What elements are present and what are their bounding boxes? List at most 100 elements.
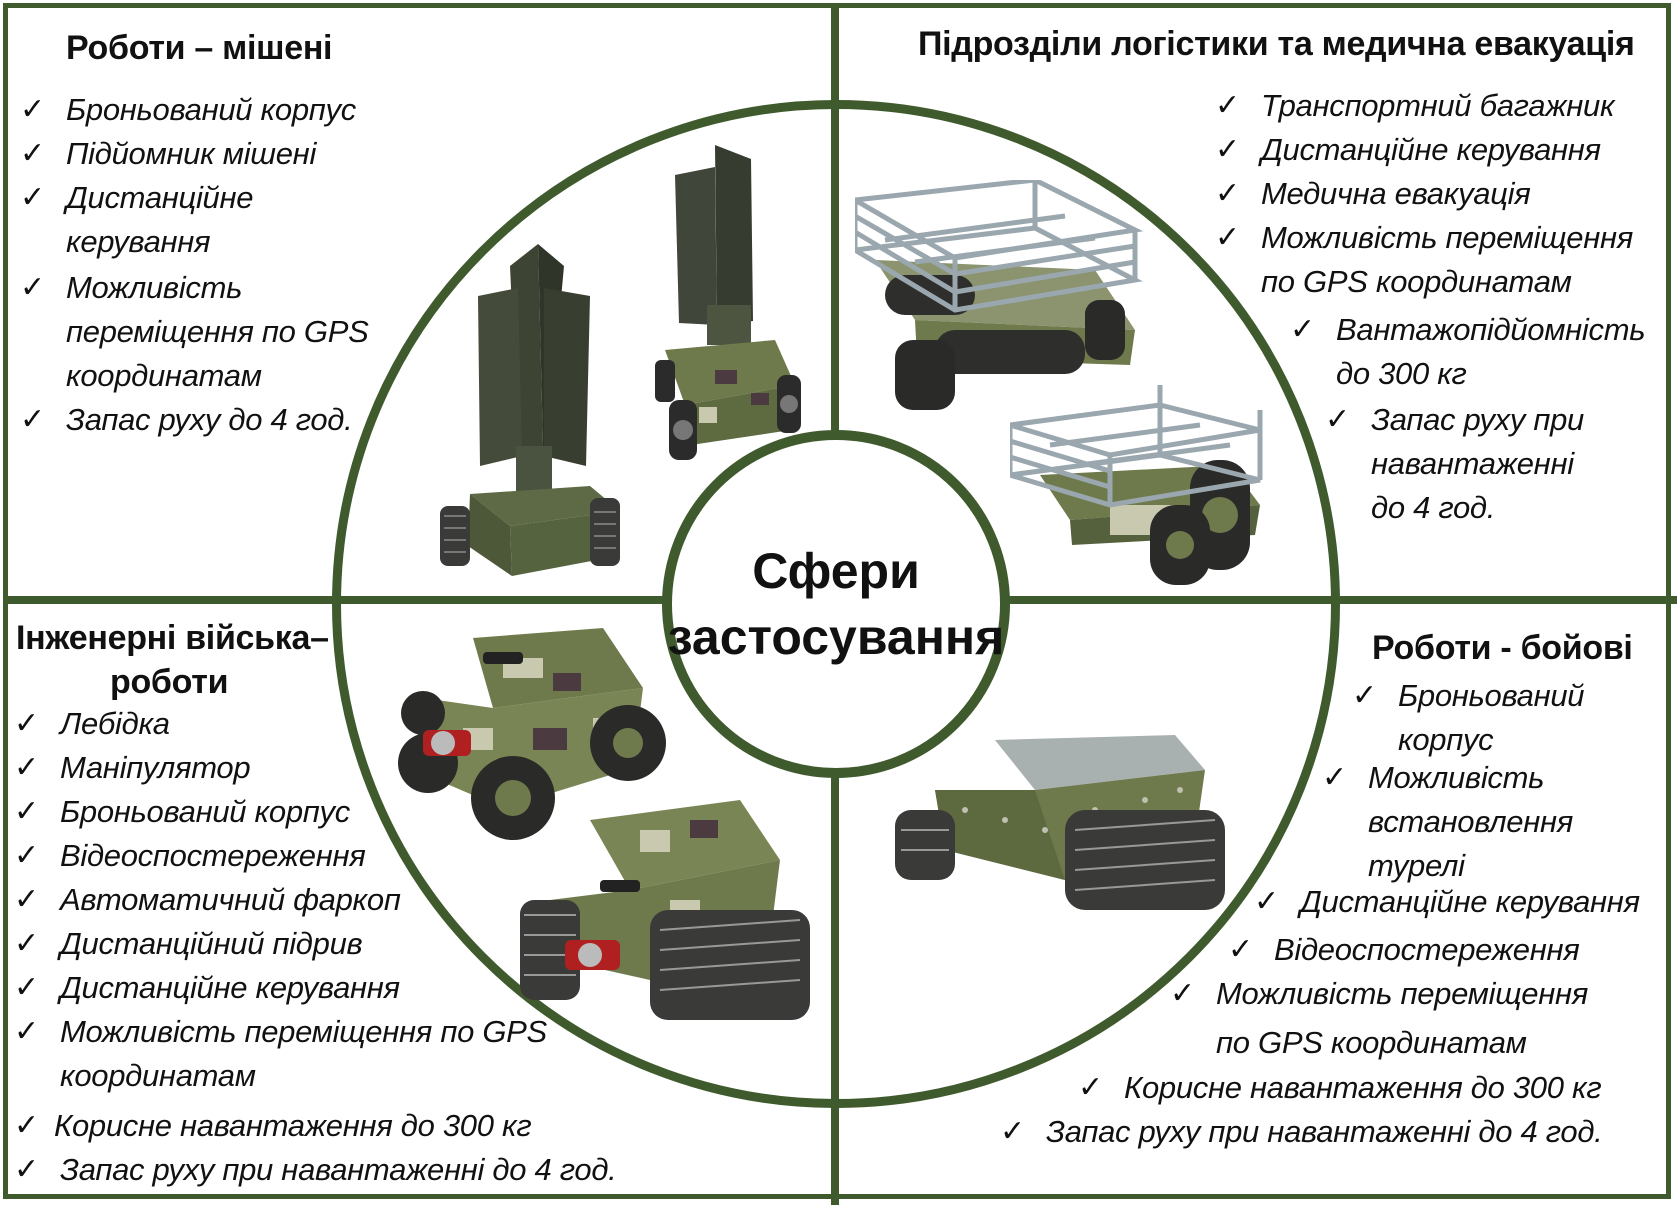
logistics-item-5-line2: до 300 кг (1336, 356, 1467, 391)
logistics-item-6: ✓ Запас руху при навантаженні до 4 год. (1325, 398, 1584, 530)
engineering-item-6: ✓ Дистанційний підрив (14, 922, 363, 966)
combat-item-4-line: Відеоспостереження (1274, 932, 1580, 967)
engineering-item-5-line: Автоматичний фаркоп (60, 882, 401, 917)
check-icon: ✓ (1228, 932, 1253, 967)
logistics-item-4-line1: Можливість переміщення (1261, 220, 1634, 255)
targets-item-4-line2: переміщення по GPS (66, 314, 369, 349)
combat-item-1-line1: Броньований (1398, 678, 1585, 713)
engineering-item-10-line: Запас руху при навантаженні до 4 год. (60, 1152, 617, 1187)
check-icon: ✓ (20, 180, 45, 215)
logistics-item-5: ✓ Вантажопідйомність до 300 кг (1290, 308, 1646, 396)
engineering-item-6-line: Дистанційний підрив (60, 926, 363, 961)
combat-item-1-line2: корпус (1398, 722, 1494, 757)
logistics-item-1: ✓ Транспортний багажник (1215, 84, 1615, 128)
targets-item-4: ✓ Можливість переміщення по GPS координа… (20, 266, 369, 398)
check-icon: ✓ (14, 706, 39, 741)
engineering-item-7-line: Дистанційне керування (60, 970, 400, 1005)
engineering-item-9: ✓ Корисне навантаження до 300 кг (14, 1104, 532, 1148)
engineering-item-9-line: Корисне навантаження до 300 кг (54, 1108, 532, 1143)
check-icon: ✓ (14, 794, 39, 829)
engineering-title-line2: роботи (110, 663, 229, 701)
combat-title: Роботи - бойові (1372, 629, 1633, 667)
check-icon: ✓ (14, 838, 39, 873)
check-icon: ✓ (1215, 88, 1240, 123)
check-icon: ✓ (1215, 132, 1240, 167)
combat-item-3-line: Дистанційне керування (1300, 884, 1640, 919)
engineering-item-1-line: Лебідка (60, 706, 170, 741)
check-icon: ✓ (1322, 760, 1347, 795)
logistics-item-1-line: Транспортний багажник (1261, 88, 1615, 123)
logistics-cart-tracked-image (855, 180, 1144, 410)
targets-item-1-line: Броньований корпус (66, 92, 356, 127)
combat-item-6-line: Корисне навантаження до 300 кг (1124, 1070, 1602, 1105)
check-icon: ✓ (1215, 176, 1240, 211)
combat-item-2: ✓ Можливість встановлення турелі (1322, 756, 1573, 888)
engineering-item-8-line2: координатам (60, 1058, 256, 1093)
engineering-item-8: ✓ Можливість переміщення по GPS координа… (14, 1010, 547, 1098)
engineering-robot-tracked-image (520, 800, 810, 1020)
targets-item-1: ✓ Броньований корпус (20, 88, 356, 132)
logistics-item-2-line: Дистанційне керування (1261, 132, 1601, 167)
combat-item-6: ✓ Корисне навантаження до 300 кг (1078, 1066, 1602, 1110)
check-icon: ✓ (1352, 678, 1377, 713)
targets-item-4-line1: Можливість (66, 270, 243, 305)
outer-circle (332, 100, 1340, 1108)
check-icon: ✓ (1170, 976, 1195, 1011)
engineering-item-5: ✓ Автоматичний фаркоп (14, 878, 401, 922)
logistics-item-5-line1: Вантажопідйомність (1336, 312, 1646, 347)
check-icon: ✓ (14, 882, 39, 917)
check-icon: ✓ (20, 270, 45, 305)
check-icon: ✓ (14, 970, 39, 1005)
combat-item-1: ✓ Броньований корпус (1352, 674, 1585, 762)
targets-item-2-line: Підйомник мішені (66, 136, 317, 171)
check-icon: ✓ (14, 750, 39, 785)
engineering-item-3-line: Броньований корпус (60, 794, 350, 829)
center-title-line2: застосування (667, 609, 1005, 665)
engineering-item-8-line1: Можливість переміщення по GPS (60, 1014, 547, 1049)
check-icon: ✓ (1215, 220, 1240, 255)
logistics-cart-wheeled-image (1010, 385, 1263, 585)
logistics-title: Підрозділи логістики та медична евакуаці… (918, 25, 1635, 63)
combat-item-5: ✓ Можливість переміщення по GPS координа… (1170, 972, 1588, 1070)
combat-robot-image (895, 735, 1225, 910)
engineering-item-3: ✓ Броньований корпус (14, 790, 350, 834)
targets-item-3-line2: керування (66, 224, 211, 259)
check-icon: ✓ (1078, 1070, 1103, 1105)
logistics-item-3-line: Медична евакуація (1261, 176, 1531, 211)
logistics-item-4: ✓ Можливість переміщення по GPS координа… (1215, 216, 1633, 304)
combat-item-3: ✓ Дистанційне керування (1254, 880, 1640, 924)
target-robot-wheeled-image (655, 145, 801, 460)
targets-title: Роботи – мішені (66, 29, 333, 67)
combat-item-5-line2: по GPS координатам (1216, 1025, 1527, 1060)
logistics-item-4-line2: по GPS координатам (1261, 264, 1572, 299)
targets-item-4-line3: координатам (66, 358, 262, 393)
center-title-line1: Сфери (752, 543, 920, 599)
check-icon: ✓ (20, 92, 45, 127)
check-icon: ✓ (1290, 312, 1315, 347)
engineering-item-2: ✓ Маніпулятор (14, 746, 251, 790)
check-icon: ✓ (1254, 884, 1279, 919)
check-icon: ✓ (14, 1014, 39, 1049)
engineering-item-7: ✓ Дистанційне керування (14, 966, 400, 1010)
logistics-item-3: ✓ Медична евакуація (1215, 172, 1531, 216)
engineering-item-2-line: Маніпулятор (60, 750, 251, 785)
engineering-title-line1: Інженерні війська– (16, 619, 329, 657)
combat-item-7: ✓ Запас руху при навантаженні до 4 год. (1000, 1110, 1603, 1154)
logistics-item-6-line3: до 4 год. (1371, 490, 1496, 525)
engineering-item-4-line: Відеоспостереження (60, 838, 366, 873)
check-icon: ✓ (20, 402, 45, 437)
check-icon: ✓ (14, 926, 39, 961)
combat-item-2-line1: Можливість (1368, 760, 1545, 795)
combat-item-4: ✓ Відеоспостереження (1228, 928, 1580, 972)
target-robot-tracked-image (440, 244, 620, 576)
logistics-item-2: ✓ Дистанційне керування (1215, 128, 1601, 172)
logistics-item-6-line1: Запас руху при (1371, 402, 1584, 437)
targets-item-5: ✓ Запас руху до 4 год. (20, 398, 353, 442)
combat-item-7-line: Запас руху при навантаженні до 4 год. (1046, 1114, 1603, 1149)
combat-item-5-line1: Можливість переміщення (1216, 976, 1589, 1011)
check-icon: ✓ (14, 1152, 39, 1187)
targets-item-2: ✓ Підйомник мішені (20, 132, 316, 176)
combat-item-2-line3: турелі (1368, 848, 1465, 883)
targets-item-3: ✓ Дистанційне керування (20, 176, 254, 264)
combat-item-2-line2: встановлення (1368, 804, 1573, 839)
